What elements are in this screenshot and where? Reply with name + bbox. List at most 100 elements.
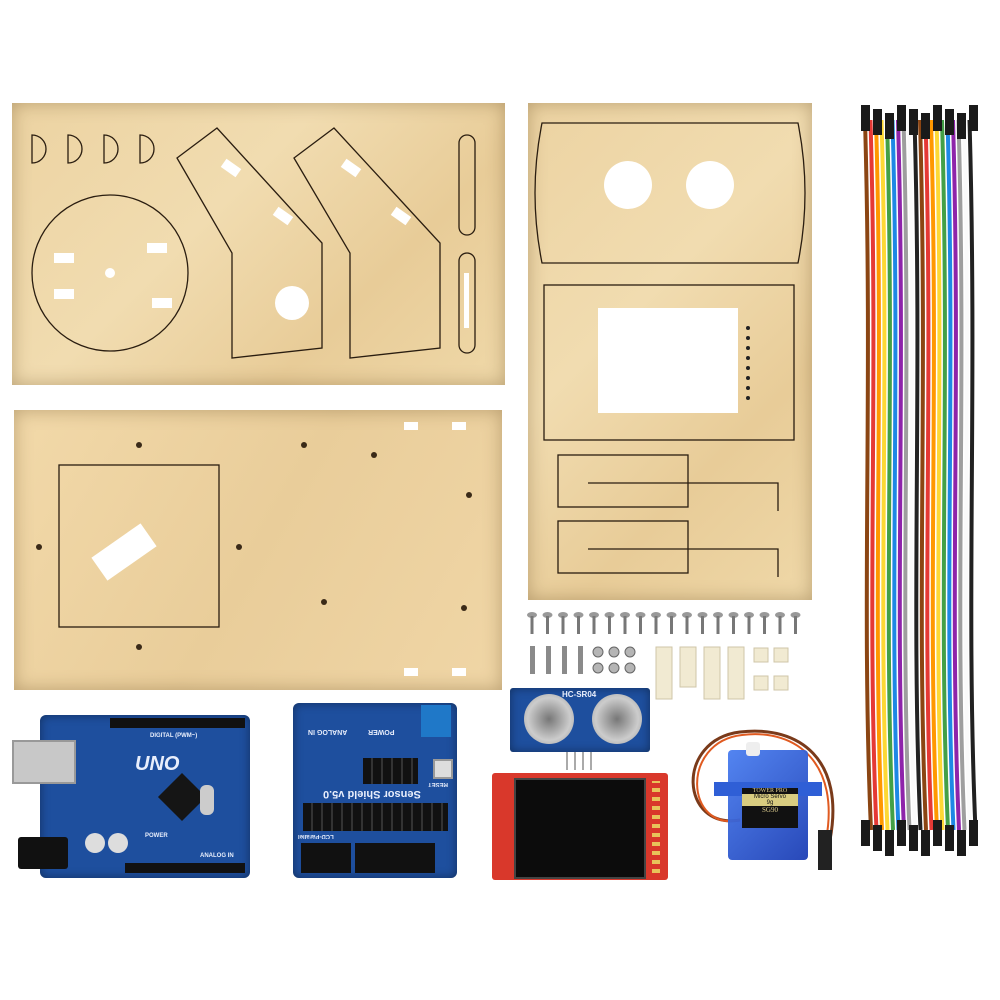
pin-headers: [363, 758, 418, 784]
wood-panel-base: [14, 410, 502, 690]
screw: [527, 612, 537, 634]
shield-title: Sensor Shield v5.0: [323, 788, 421, 800]
dupont-connector: [873, 825, 882, 851]
analog-label: ANALOG IN: [308, 728, 348, 735]
servo-horn: [746, 742, 760, 756]
screw: [775, 612, 785, 634]
jumper-wire: [885, 119, 895, 831]
cut-lines: [31, 127, 476, 359]
dupont-connector: [957, 113, 966, 139]
screw: [682, 612, 692, 634]
jumper-wire: [868, 119, 879, 831]
analog-label: ANALOG IN: [200, 853, 234, 859]
jumper-wire: [967, 119, 978, 831]
dupont-connector: [885, 113, 894, 139]
wood-panel-arm-parts: [12, 103, 505, 385]
jumper-wire: [956, 119, 967, 831]
servo-model: SG90: [762, 806, 778, 814]
screw: [651, 612, 661, 634]
screw: [666, 612, 677, 634]
screw: [558, 612, 568, 634]
dupont-connector: [873, 109, 882, 135]
lcd-parallel-label: LCD-Parallel: [298, 833, 334, 839]
sensor-shield-board: RESET POWER ANALOG IN Sensor Shield v5.0…: [293, 703, 457, 878]
microcontroller-chip: [157, 772, 207, 822]
jumper-wire: [901, 119, 912, 831]
dupont-connector: [957, 830, 966, 856]
terminal-block: [421, 705, 451, 737]
nuts-and-spacers: [530, 646, 789, 700]
screw: [542, 612, 553, 634]
lcd-connector: [301, 843, 351, 873]
usb-port: [12, 740, 76, 784]
screws-graphic: [527, 612, 801, 634]
tft-display-module: [492, 773, 668, 880]
jumper-wire: [874, 119, 884, 831]
dupont-connector: [909, 825, 918, 851]
screw: [728, 612, 739, 634]
screw: [744, 612, 754, 634]
header-digital: [110, 718, 245, 728]
screw: [573, 612, 584, 634]
wire-strands: [861, 105, 978, 856]
jumper-wire: [912, 119, 923, 831]
crystal: [200, 785, 214, 815]
ultrasonic-sensor: HC-SR04: [510, 688, 650, 770]
jumper-wire: [896, 119, 906, 831]
dupont-connector: [861, 105, 870, 131]
transducer-right: [592, 694, 642, 744]
pin-row: [652, 781, 660, 873]
dupont-connector: [933, 820, 942, 846]
dupont-connector: [945, 825, 954, 851]
jumper-wire: [929, 119, 939, 831]
screw: [620, 612, 630, 634]
pin-headers: [303, 803, 448, 831]
dupont-connector: [861, 820, 870, 846]
wood-panel-head: [528, 103, 812, 600]
power-jack: [18, 837, 68, 869]
dupont-connector: [945, 109, 954, 135]
dupont-connector: [969, 820, 978, 846]
capacitor: [108, 833, 128, 853]
dupont-connector: [969, 105, 978, 131]
servo-motor: TOWER PRO Micro Servo 9g SG90: [680, 720, 840, 880]
dupont-connector: [933, 105, 942, 131]
capacitor: [85, 833, 105, 853]
screw: [589, 612, 599, 634]
dupont-connector: [897, 820, 906, 846]
dupont-connector: [885, 830, 894, 856]
cut-lines: [36, 422, 472, 676]
reset-button[interactable]: [433, 759, 453, 779]
jumper-wire: [879, 119, 890, 831]
servo-label: TOWER PRO Micro Servo 9g SG90: [742, 788, 798, 828]
pins: [566, 752, 592, 770]
transducer-left: [524, 694, 574, 744]
jumper-wire: [934, 119, 945, 831]
arduino-uno-board: UNO DIGITAL (PWM~) POWER ANALOG IN: [12, 715, 250, 878]
hardware-set: [524, 642, 804, 702]
screw: [635, 612, 646, 634]
jumper-wire: [863, 119, 873, 831]
dupont-connector: [921, 113, 930, 139]
model-label: HC-SR04: [562, 690, 597, 699]
jumper-wire: [940, 119, 950, 831]
lcd-connector: [355, 843, 435, 873]
jumper-wire: [951, 119, 961, 831]
dupont-connector: [921, 830, 930, 856]
screw: [604, 612, 615, 634]
screw: [759, 612, 770, 634]
jumper-wire: [907, 119, 917, 831]
jumper-wire: [890, 119, 901, 831]
screws-row: [524, 610, 804, 640]
power-label: POWER: [368, 728, 395, 735]
dupont-connector: [897, 105, 906, 131]
screw: [713, 612, 723, 634]
cut-lines: [534, 122, 806, 577]
header-analog: [125, 863, 245, 873]
uno-label: UNO: [135, 753, 180, 775]
jumper-wire: [918, 119, 928, 831]
jumper-wires-bundle: [855, 100, 995, 860]
screw: [697, 612, 708, 634]
reset-label: RESET: [428, 781, 449, 787]
screw: [790, 612, 801, 634]
